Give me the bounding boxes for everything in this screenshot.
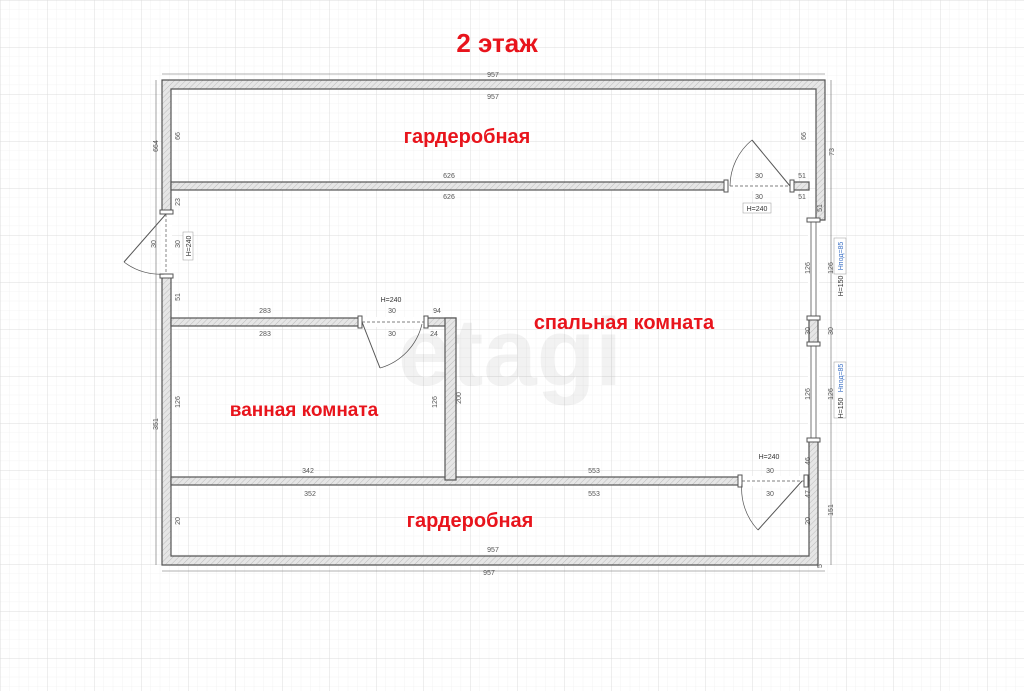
dim-label: 200 (456, 392, 463, 404)
jamb (357, 315, 363, 329)
jamb (723, 179, 729, 193)
room-label-bottom-wardrobe: гардеробная (407, 510, 534, 532)
dim-label: 957 (487, 72, 499, 79)
dim-label: 30 (766, 468, 774, 475)
jamb (159, 209, 174, 215)
dim-label: 126 (828, 388, 835, 400)
floor-title: 2 этаж (456, 28, 538, 58)
windows (810, 222, 817, 438)
dim-label: 957 (487, 94, 499, 101)
dim-label: 23 (175, 198, 182, 206)
dim-label: 46 (805, 457, 812, 465)
dim-label: 283 (259, 331, 271, 338)
dim-label: 626 (443, 194, 455, 201)
dim-label: 30 (388, 331, 396, 338)
dim-label: 51 (798, 173, 806, 180)
dim-label: 342 (302, 468, 314, 475)
door-height-left: H=240 (186, 235, 193, 256)
dim-label: 66 (175, 132, 182, 140)
jamb (159, 273, 174, 279)
room-label-bathroom: ванная комната (230, 400, 379, 421)
dim-label: 30 (828, 327, 835, 335)
dim-label: 24 (430, 331, 438, 338)
left-door (123, 213, 167, 275)
dim-label: 126 (175, 396, 182, 408)
dimension-lines (155, 73, 832, 572)
dim-label: 5 (817, 564, 824, 568)
dim-label: 51 (817, 204, 824, 212)
jamb (806, 437, 821, 443)
dim-label: 51 (175, 293, 182, 301)
bathroom-right-wall (444, 317, 457, 481)
window-lower-sill: Hпод=85 (838, 364, 845, 393)
dim-label: 664 (153, 140, 160, 152)
dim-label: 30 (388, 308, 396, 315)
top-door (729, 139, 791, 187)
window-lower (810, 346, 817, 438)
jamb (789, 179, 795, 193)
walls (161, 79, 826, 566)
dim-label: 126 (805, 388, 812, 400)
door-height-bottom: H=240 (759, 454, 780, 461)
dim-label: 352 (304, 491, 316, 498)
room-labels: гардеробная спальная комната ванная комн… (230, 126, 715, 532)
jambs (159, 179, 821, 488)
dim-label: 126 (432, 396, 439, 408)
dim-label: 47 (805, 490, 812, 498)
partition-top-wardrobe (170, 181, 810, 191)
window-upper (810, 222, 817, 316)
dim-label: 66 (801, 132, 808, 140)
dim-label: 94 (433, 308, 441, 315)
door-height-labels: H=240 H=240 H=240 H=240 (182, 202, 780, 461)
window-upper-height: H=150 (838, 275, 845, 296)
dimension-labels: 957 957 66 66 664 73 626 626 30 30 51 51… (151, 72, 836, 577)
bottom-door (741, 480, 804, 531)
partition-bottom-wardrobe (170, 476, 810, 486)
doors (123, 139, 804, 531)
dim-label: 126 (805, 262, 812, 274)
dim-label: 553 (588, 491, 600, 498)
dim-label: 51 (798, 194, 806, 201)
left-door-opening (161, 214, 172, 274)
dim-label: 283 (259, 308, 271, 315)
dim-label: 351 (153, 418, 160, 430)
dim-label: 30 (755, 173, 763, 180)
dim-label: 553 (588, 468, 600, 475)
dim-label: 30 (151, 240, 158, 248)
dim-label: 151 (828, 504, 835, 516)
jamb (806, 217, 821, 223)
jamb (803, 474, 809, 488)
jamb (806, 315, 821, 321)
top-door-opening (728, 181, 790, 191)
dim-label: 957 (483, 570, 495, 577)
window-upper-opening (808, 222, 819, 316)
dim-label: 30 (755, 194, 763, 201)
dim-label: 20 (805, 517, 812, 525)
dim-label: 30 (805, 327, 812, 335)
dim-label: 957 (487, 547, 499, 554)
window-lower-opening (808, 346, 819, 438)
door-height-top: H=240 (747, 206, 768, 213)
jamb (423, 315, 429, 329)
window-tags: H=150 Hпод=85 H=150 Hпод=85 (833, 237, 847, 418)
dim-label: 30 (175, 240, 182, 248)
window-lower-height: H=150 (838, 397, 845, 418)
dim-label: 73 (829, 148, 836, 156)
room-label-top-wardrobe: гардеробная (404, 126, 531, 148)
room-label-bedroom: спальная комната (534, 312, 715, 334)
jamb (806, 341, 821, 347)
watermark: etagi (398, 299, 622, 406)
door-height-bath: H=240 (381, 297, 402, 304)
dim-label: 30 (766, 491, 774, 498)
bath-door (361, 321, 424, 369)
window-upper-sill: Hпод=85 (838, 242, 845, 271)
dim-label: 126 (828, 262, 835, 274)
dim-label: 20 (175, 517, 182, 525)
dim-label: 626 (443, 173, 455, 180)
